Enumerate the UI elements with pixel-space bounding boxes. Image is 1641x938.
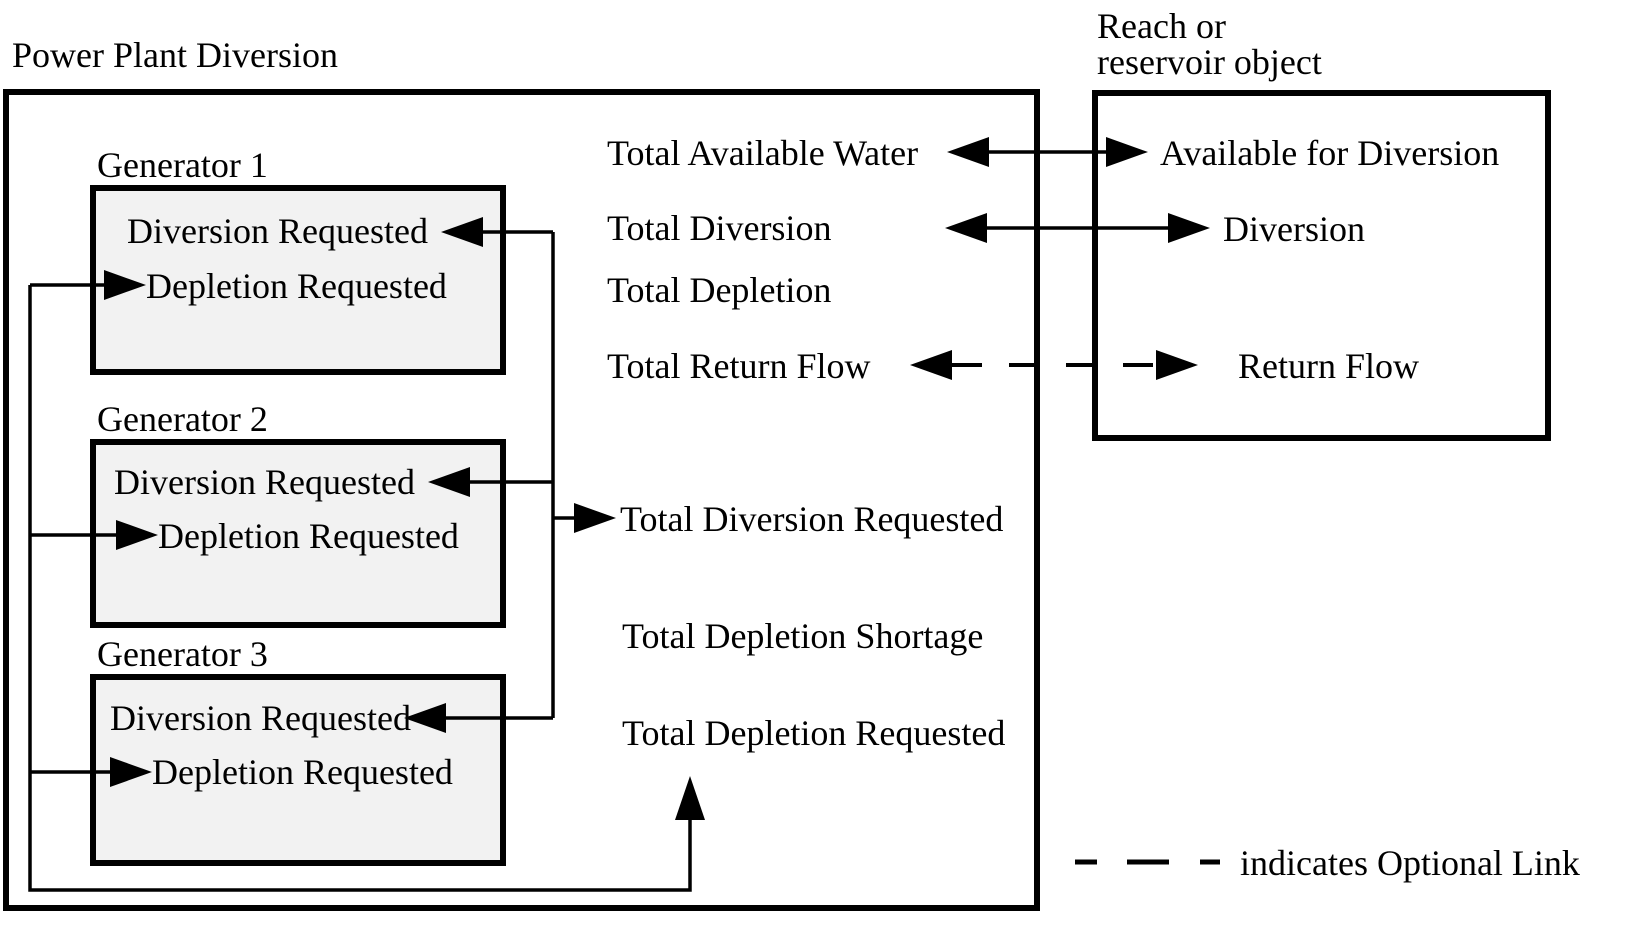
reach-title-line2: reservoir object bbox=[1097, 42, 1322, 82]
generator-1-label: Generator 1 bbox=[97, 145, 268, 185]
generator-2-diversion-requested: Diversion Requested bbox=[114, 462, 415, 502]
total-diversion-label: Total Diversion bbox=[607, 208, 831, 248]
diversion-left-arrowhead-icon bbox=[945, 213, 987, 243]
generator-3-depletion-arrowhead-icon bbox=[110, 757, 152, 787]
total-depletion-label: Total Depletion bbox=[607, 270, 831, 310]
generator-1-depletion-requested: Depletion Requested bbox=[146, 266, 447, 306]
return-flow-right-arrowhead-icon bbox=[1156, 350, 1198, 380]
legend-optional-link-label: indicates Optional Link bbox=[1240, 843, 1580, 883]
reach-box bbox=[1092, 90, 1551, 441]
generator-1-box bbox=[90, 185, 506, 375]
generator-2-depletion-requested: Depletion Requested bbox=[158, 516, 459, 556]
depletion-connector-line bbox=[28, 285, 692, 892]
generator-3-label: Generator 3 bbox=[97, 634, 268, 674]
diversion-label: Diversion bbox=[1223, 209, 1365, 249]
generator-1-depletion-arrowhead-icon bbox=[104, 270, 146, 300]
return-flow-label: Return Flow bbox=[1238, 346, 1419, 386]
generator-1-diversion-requested: Diversion Requested bbox=[127, 211, 428, 251]
power-plant-box bbox=[3, 89, 1040, 911]
generator-3-diversion-requested: Diversion Requested bbox=[110, 698, 411, 738]
generator-2-label: Generator 2 bbox=[97, 399, 268, 439]
available-water-right-arrowhead-icon bbox=[1106, 137, 1148, 167]
total-diversion-requested-arrowhead-icon bbox=[574, 503, 616, 533]
generator-1-diversion-arrowhead-icon bbox=[441, 217, 483, 247]
generator-2-depletion-arrowhead-icon bbox=[116, 520, 158, 550]
generator-3-diversion-arrowhead-icon bbox=[404, 703, 446, 733]
return-flow-left-arrowhead-icon bbox=[910, 350, 952, 380]
total-depletion-requested-up-arrowhead-icon bbox=[675, 776, 705, 820]
total-diversion-requested-label: Total Diversion Requested bbox=[620, 499, 1003, 539]
total-depletion-shortage-label: Total Depletion Shortage bbox=[622, 616, 983, 656]
available-for-diversion-label: Available for Diversion bbox=[1160, 133, 1499, 173]
available-water-left-arrowhead-icon bbox=[947, 137, 989, 167]
total-return-flow-label: Total Return Flow bbox=[607, 346, 870, 386]
reach-title-line1: Reach or bbox=[1097, 6, 1226, 46]
diversion-right-arrowhead-icon bbox=[1168, 213, 1210, 243]
generator-2-diversion-arrowhead-icon bbox=[428, 467, 470, 497]
total-available-water-label: Total Available Water bbox=[607, 133, 918, 173]
generator-3-depletion-requested: Depletion Requested bbox=[152, 752, 453, 792]
total-depletion-requested-label: Total Depletion Requested bbox=[622, 713, 1005, 753]
power-plant-title: Power Plant Diversion bbox=[12, 35, 338, 75]
